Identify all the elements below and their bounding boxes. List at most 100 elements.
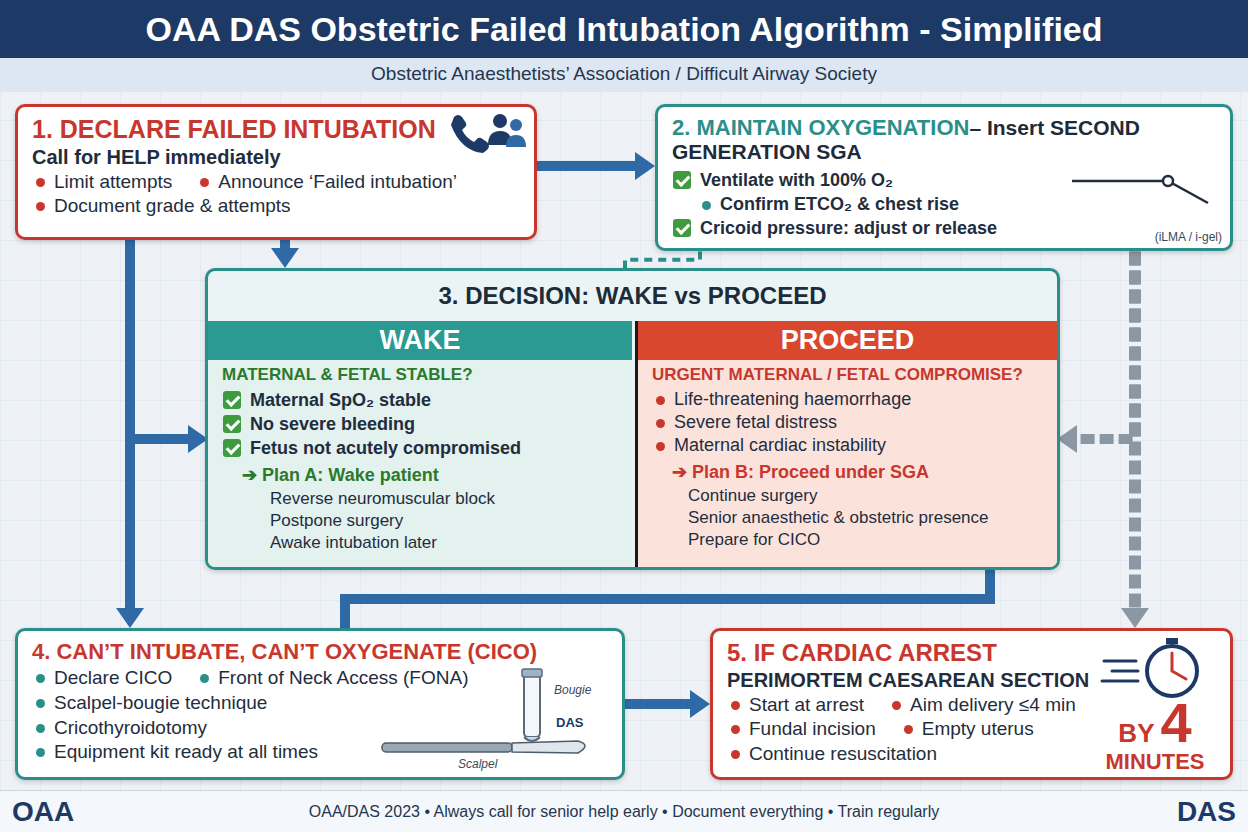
arrow-head (116, 608, 144, 628)
text-row: 3. DECISION: WAKE vs PROCEED (208, 271, 1057, 310)
text-row: No severe bleeding (208, 412, 632, 436)
text-row: (iLMA / i-gel) (1155, 230, 1222, 244)
flow-connector (130, 240, 208, 453)
node-text: URGENT MATERNAL / FETAL COMPROMISE? (652, 365, 1023, 384)
node-text: Confirm ETCO₂ & chest rise (698, 193, 959, 216)
text-row: Document grade & attempts (32, 194, 520, 219)
text-row: BY4MINUTES (1090, 695, 1220, 773)
node-text: Equipment kit ready at all times (32, 740, 318, 765)
node-text: Maternal cardiac instability (652, 434, 886, 457)
phone-icon (448, 109, 528, 153)
text-row: Continue surgery (638, 485, 1057, 507)
connector-line (345, 570, 990, 628)
node-text: Scalpel-bougie technique (32, 691, 267, 716)
text-row: MATERNAL & FETAL STABLE? (208, 360, 632, 388)
flow-connector (537, 152, 655, 180)
process-box: 1. DECLARE FAILED INTUBATION Call for HEL… (15, 104, 537, 240)
text-row: ➔ Plan B: Proceed under SGA (638, 458, 1057, 485)
connector-line (625, 251, 700, 268)
process-box: 4. CAN’T INTUBATE, CAN’T OXYGENATE (CICO… (15, 628, 625, 780)
node-text: No severe bleeding (222, 412, 415, 436)
text-row: Start at arrest Aim delivery ≤4 min (727, 693, 1216, 718)
text-row: WAKE (208, 321, 632, 360)
text-row: Postpone surgery (208, 510, 632, 532)
text-row: 1. DECLARE FAILED INTUBATION (32, 115, 520, 144)
flow-connector (271, 240, 299, 268)
text-row: Reverse neuromuscular block (208, 488, 632, 510)
text-row: Prepare for CICO (638, 529, 1057, 551)
diagram-title: OAA DAS Obstetric Failed Intubation Algo… (0, 0, 1248, 58)
text-label: Scalpel (458, 757, 497, 771)
node-text: Continue surgery (688, 486, 817, 505)
wake-panel: WAKE MATERNAL & FETAL STABLE?Maternal SpO… (208, 321, 632, 567)
arrow-head (271, 248, 299, 268)
text-row: Ventilate with 100% O₂ (672, 168, 1216, 192)
text-row: Cricoid pressure: adjust or release (672, 216, 1216, 240)
text-row: Equipment kit ready at all times (32, 740, 608, 765)
text-row: Declare CICOFront of Neck Access (FONA) (32, 666, 608, 691)
process-box: 5. IF CARDIAC ARREST PERIMORTEM CAESAREAN… (710, 628, 1233, 780)
connector-line (130, 240, 190, 439)
node-text: 5. IF CARDIAC ARREST (727, 639, 997, 666)
node-text: Prepare for CICO (688, 530, 820, 549)
text-row: PROCEED (638, 321, 1057, 360)
node-text: Fundal incision (727, 717, 876, 742)
arrow-head (690, 690, 710, 718)
text-row: Call for HELP immediately (32, 144, 520, 170)
flow-connector (345, 570, 990, 628)
flow-connector (625, 251, 700, 268)
node-text: Awake intubation later (270, 533, 437, 552)
node-text: Severe fetal distress (652, 411, 837, 434)
node-text: Front of Neck Access (FONA) (196, 666, 468, 691)
scalpel-icon (378, 735, 598, 759)
flow-connector (1057, 251, 1135, 453)
node-text: Announce ‘Failed intubation’ (196, 170, 457, 195)
text-row: PERIMORTEM CAESAREAN SECTION (727, 667, 1216, 693)
text-row: Confirm ETCO₂ & chest rise (672, 193, 1216, 216)
text-row: 4. CAN’T INTUBATE, CAN’T OXYGENATE (CICO… (32, 639, 608, 664)
text-label: OAA/DAS 2023 • Always call for senior he… (0, 803, 1248, 821)
node-text: Aim delivery ≤4 min (888, 693, 1076, 718)
text-row: Scalpel-bougie technique (32, 691, 608, 716)
node-text: MINUTES (1090, 751, 1220, 773)
text-label: OAA (12, 796, 74, 828)
arrow-head (1057, 425, 1077, 453)
node-text: WAKE (380, 325, 461, 355)
text-row: Severe fetal distress (638, 411, 1057, 434)
node-text: Limit attempts (32, 170, 172, 195)
node-text: Start at arrest (727, 693, 864, 718)
node-text: Fetus not acutely compromised (222, 436, 521, 460)
node-text: Reverse neuromuscular block (270, 489, 495, 508)
node-text: Cricothyroidotomy (32, 716, 207, 741)
text-row: Awake intubation later (208, 532, 632, 554)
connector-line (537, 161, 637, 171)
node-text: Call for HELP immediately (32, 146, 281, 168)
text-row: Limit attempts Announce ‘Failed intubatio… (32, 170, 520, 195)
flow-connector (625, 690, 710, 718)
text-row: 2. MAINTAIN OXYGENATION– Insert SECOND G… (672, 115, 1216, 164)
text-row: Maternal SpO₂ stable (208, 388, 632, 412)
tracheal-tube (514, 667, 554, 745)
node-text: 3. DECISION: WAKE vs PROCEED (438, 282, 826, 309)
proceed-panel: PROCEED URGENT MATERNAL / FETAL COMPROMIS… (635, 321, 1057, 567)
text-row: ➔ Plan A: Wake patient (208, 461, 632, 488)
connector-line (1075, 251, 1135, 439)
node-text: 4 (1160, 691, 1191, 754)
node-text: PROCEED (781, 325, 915, 355)
text-row: Senior anaesthetic & obstetric presence (638, 507, 1057, 529)
text-row: Fetus not acutely compromised (208, 436, 632, 460)
arrow-head (1121, 608, 1149, 628)
node-text: (iLMA / i-gel) (1155, 230, 1222, 244)
node-text: PERIMORTEM CAESAREAN SECTION (727, 669, 1089, 691)
process-box: 2. MAINTAIN OXYGENATION– Insert SECOND G… (655, 104, 1233, 251)
node-text: 1. DECLARE FAILED INTUBATION (32, 115, 436, 143)
node-text: Maternal SpO₂ stable (222, 388, 431, 412)
sga-device (1068, 169, 1218, 209)
node-text: ➔ Plan A: Wake patient (242, 465, 439, 485)
decision-group: 3. DECISION: WAKE vs PROCEED WAKE MATERNAL… (205, 268, 1060, 570)
node-text: Ventilate with 100% O₂ (672, 168, 893, 192)
node-text: Postpone surgery (270, 511, 403, 530)
node-text: 4. CAN’T INTUBATE, CAN’T OXYGENATE (CICO… (32, 639, 537, 664)
text-label: Obstetric Anaesthetists’ Association / D… (0, 63, 1248, 85)
